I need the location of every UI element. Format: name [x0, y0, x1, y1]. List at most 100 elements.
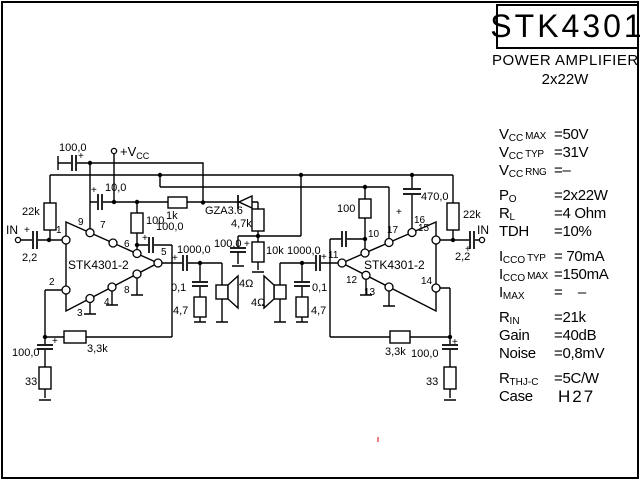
spec-rin-value: =21k — [554, 309, 586, 326]
power-rating: 2x22W — [541, 71, 589, 88]
junction-dot — [447, 334, 453, 340]
ground-symbols — [39, 265, 456, 401]
junction-dot — [255, 233, 261, 239]
capacitors — [32, 155, 475, 350]
spec-imax-value: = – — [554, 284, 586, 301]
cap-470u-label: 470,0 — [421, 191, 449, 203]
pin9-label: 9 — [78, 217, 84, 228]
input-terminal-left[interactable] — [14, 236, 22, 244]
plus-br: + — [452, 337, 458, 348]
pin7-label: 7 — [100, 220, 106, 231]
r1k-label: 1k — [166, 210, 178, 222]
r33-right-label: 33 — [426, 376, 438, 388]
resistors — [38, 196, 460, 390]
resistor-10k — [251, 241, 265, 263]
junction-dots — [42, 160, 456, 340]
spec-tdh-value: =10% — [554, 223, 592, 240]
spec-rl-label: RL — [499, 205, 516, 223]
spec-gain-label: Gain — [499, 327, 530, 344]
zener-anode-triangle — [237, 194, 253, 210]
zener-diode — [237, 194, 253, 210]
part-number-title: STK4301 — [490, 8, 640, 44]
spec-rin: RIN=21k — [499, 309, 637, 327]
pin17-label: 17 — [387, 225, 399, 236]
pin6-label: 6 — [124, 239, 130, 250]
spec-tdh: TDH=10% — [499, 223, 637, 241]
junction-dot — [197, 260, 203, 266]
resistor-100-left — [130, 212, 144, 234]
zener-label: GZA3.6 — [205, 205, 243, 217]
r3k3-right-label: 3,3k — [385, 346, 406, 358]
pin-circle — [337, 258, 347, 268]
r4u7-right-label: 4,7 — [311, 305, 326, 317]
plus-midcap: + — [244, 239, 250, 250]
spk-right-label: 4Ω — [251, 297, 265, 309]
spec-rthj-label: RTHJ-C — [499, 370, 539, 388]
junction-dot — [450, 237, 456, 243]
speaker-left-body — [215, 284, 229, 300]
spk-left-label: 4Ω — [239, 278, 253, 290]
cap-1000u-right-label: 1000,0 — [287, 245, 321, 257]
cap-100u-topleft-label: 100,0 — [59, 142, 87, 154]
junction-dot — [298, 172, 304, 178]
spec-po-label: PO — [499, 187, 517, 205]
pin16-label: 16 — [414, 215, 426, 226]
resistor-1k — [167, 196, 188, 209]
ic-right-label: STK4301-2 — [364, 258, 425, 272]
pin11-label: 11 — [328, 250, 339, 261]
pin-circle — [384, 237, 394, 248]
plus-2u2-left: + — [24, 225, 30, 236]
cap-1000u-right — [315, 255, 321, 271]
junction-dot — [362, 184, 368, 190]
cap-100u-topleft — [71, 155, 77, 171]
vcc-terminal[interactable] — [110, 147, 118, 155]
r4u7-left-label: 4,7 — [173, 305, 188, 317]
plus-1000u-right: + — [321, 252, 327, 263]
cap-100u-mid — [230, 247, 246, 253]
spec-noise-label: Noise — [499, 345, 536, 362]
pin8-label: 8 — [124, 285, 130, 296]
input-terminal-right[interactable] — [478, 236, 486, 244]
speaker-left-horn — [227, 274, 239, 310]
cap-100u-pin6-label: 100,0 — [156, 221, 184, 233]
junction-dot — [111, 199, 117, 205]
pin-circle — [360, 248, 370, 258]
pin-circle — [85, 228, 95, 238]
resistor-3k3-right — [389, 330, 411, 344]
pin-circle — [361, 270, 371, 280]
junction-dot — [42, 334, 48, 340]
cap-100u-pin6 — [148, 237, 154, 253]
left-channel-wires — [20, 154, 453, 398]
speaker-left — [215, 274, 239, 310]
plus-pin6cap: + — [142, 233, 148, 244]
junction-dot — [46, 237, 52, 243]
r33-left-label: 33 — [25, 376, 37, 388]
pin-circle — [132, 248, 142, 259]
spec-icco-typ-value: = 70mA — [554, 248, 605, 265]
speaker-right-horn — [263, 274, 275, 310]
r3k3-left-label: 3,3k — [87, 343, 108, 355]
in-right-label: IN — [477, 223, 489, 237]
plus-470u: + — [396, 207, 402, 218]
pin-circle — [107, 282, 117, 292]
junction-dot — [134, 199, 140, 205]
spec-rthj: RTHJ-C=5C/W — [499, 370, 637, 388]
pin-circle — [384, 282, 394, 292]
spec-imax-label: IMAX — [499, 284, 525, 302]
cap-1000u-left-label: 1000,0 — [177, 244, 211, 256]
speaker-right-body — [273, 284, 287, 300]
spec-vcc-max-value: =50V — [554, 126, 589, 143]
pin-circle — [431, 235, 441, 245]
pin-circle — [108, 238, 118, 248]
cap-0u1-right-label: 0,1 — [312, 282, 327, 294]
pin-circle — [85, 293, 95, 304]
r10k-label: 10k — [266, 245, 284, 257]
